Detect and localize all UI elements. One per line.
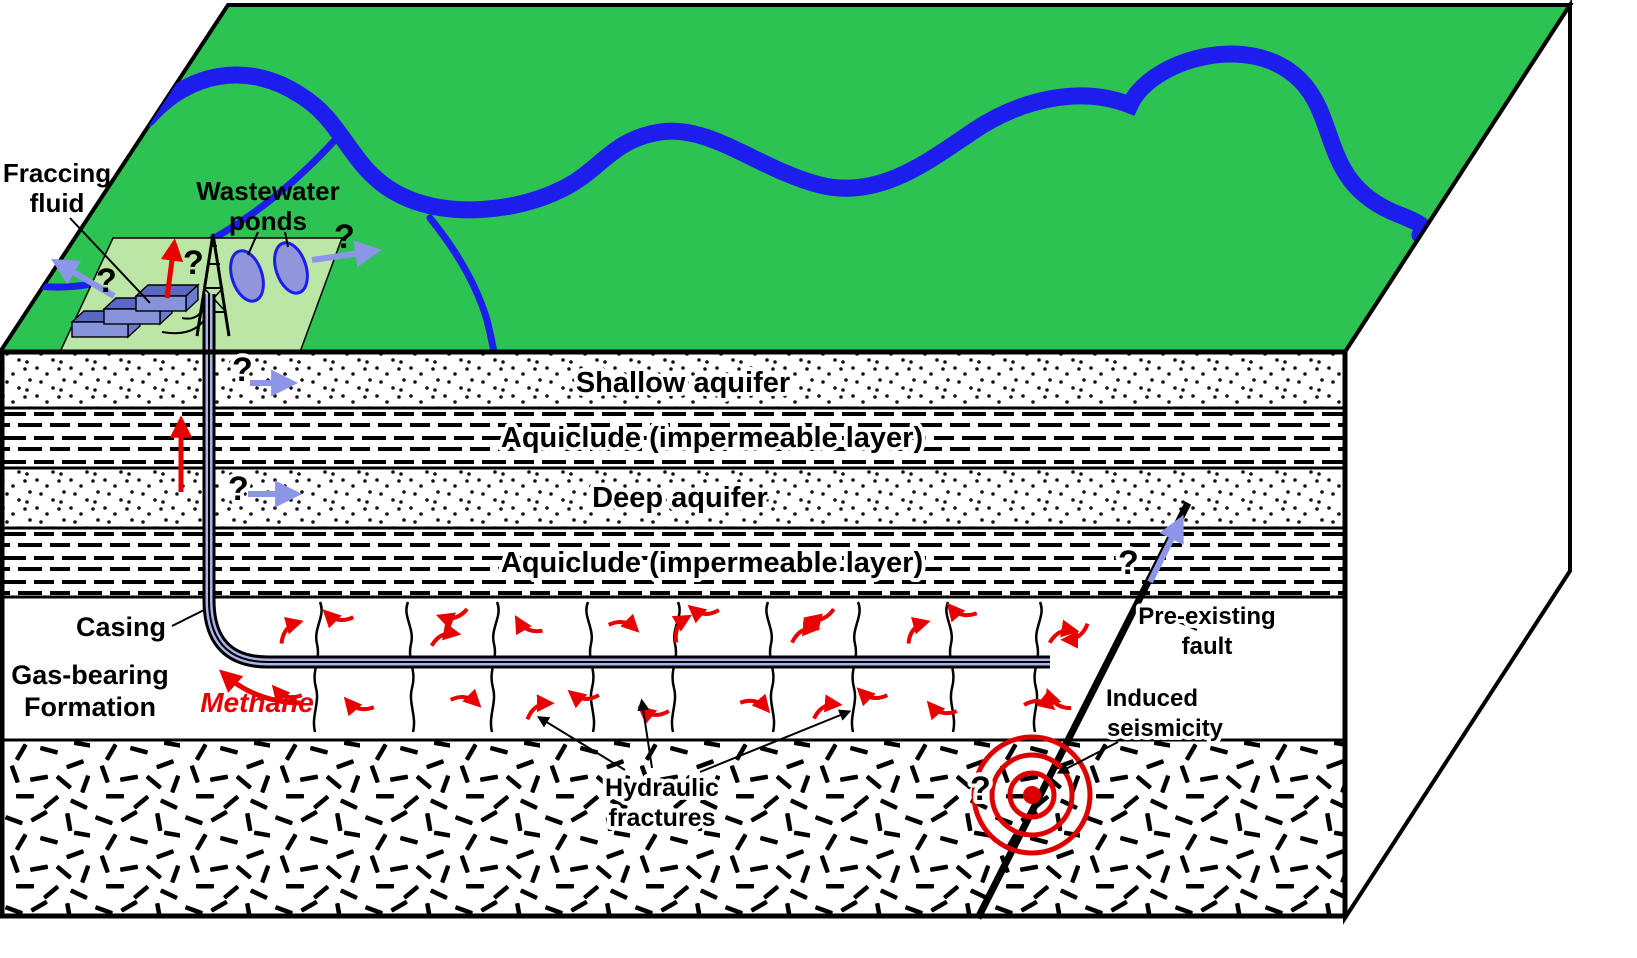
label-gas-bearing-line2: Formation (24, 692, 156, 722)
geological-layers (0, 352, 1345, 918)
well-casing (202, 294, 1050, 669)
label-fault-line1: Pre-existing (1138, 603, 1275, 630)
wastewater-leader (284, 231, 289, 248)
label-fraccing-fluid-line1: Fraccing (3, 158, 111, 188)
label-casing: Casing (76, 612, 166, 642)
question-mark: ? (96, 262, 117, 300)
methane-migration-arrow (218, 669, 301, 706)
question-mark: ? (970, 770, 991, 808)
pond (273, 241, 309, 295)
casing-leader (171, 609, 205, 627)
label-shallow-aquifer: Shallow aquifer (576, 367, 790, 399)
label-aquiclude-upper: Aquiclude (impermeable layer) (501, 422, 923, 454)
fault-leader (1154, 611, 1198, 631)
layer-aquiclude-upper (0, 408, 1345, 468)
pond-leak-arrow (311, 240, 383, 268)
seismicity-leader (1056, 741, 1119, 774)
question-mark: ? (232, 351, 253, 389)
truck-icons (70, 283, 200, 339)
wastewater-ponds (229, 241, 309, 303)
wastewater-leader (247, 231, 259, 256)
layer-deep-aquifer (0, 468, 1345, 528)
label-fraccing-fluid-line2: fluid (30, 188, 85, 218)
river (139, 45, 1433, 244)
label-seismicity-line2: seismicity (1107, 715, 1224, 742)
surface-runoff-arrow (51, 258, 116, 299)
label-wastewater-line2: ponds (229, 206, 307, 236)
question-mark: ? (1118, 544, 1139, 582)
truck-icon (134, 283, 200, 313)
fracture-leader (637, 698, 653, 769)
label-fault-line2: fault (1182, 633, 1233, 660)
label-methane: Methane (200, 687, 314, 718)
question-mark: ? (334, 218, 355, 256)
label-gas-bearing-line1: Gas-bearing (11, 660, 169, 690)
pond (229, 249, 265, 303)
label-deep-aquifer: Deep aquifer (592, 482, 768, 514)
label-seismicity-line1: Induced (1106, 685, 1198, 712)
label-hydraulic-line2: fractures (609, 804, 716, 832)
fracture-leader (536, 716, 626, 771)
diagram-labels: Fraccing fluid Wastewater ponds Shallow … (3, 158, 1280, 836)
label-hydraulic-line1: Hydraulic (605, 774, 719, 802)
stream-front (426, 214, 498, 352)
label-aquiclude-lower: Aquiclude (impermeable layer) (501, 547, 923, 579)
question-mark: ? (183, 244, 204, 282)
layer-aquiclude-lower (0, 528, 1345, 597)
label-wastewater-line1: Wastewater (196, 176, 340, 206)
surface-leak-arrow (160, 238, 184, 299)
contamination-arrows (51, 240, 1184, 584)
layer-basement (0, 740, 1345, 918)
seismicity-rings (971, 734, 1093, 856)
block-front-border (0, 349, 1348, 919)
layer-shallow-aquifer (0, 352, 1345, 408)
fracture-leader (699, 709, 852, 773)
fraccing-fluid-leader (69, 217, 151, 304)
fault-flow-arrow (1147, 514, 1184, 584)
question-mark: ? (228, 470, 249, 508)
